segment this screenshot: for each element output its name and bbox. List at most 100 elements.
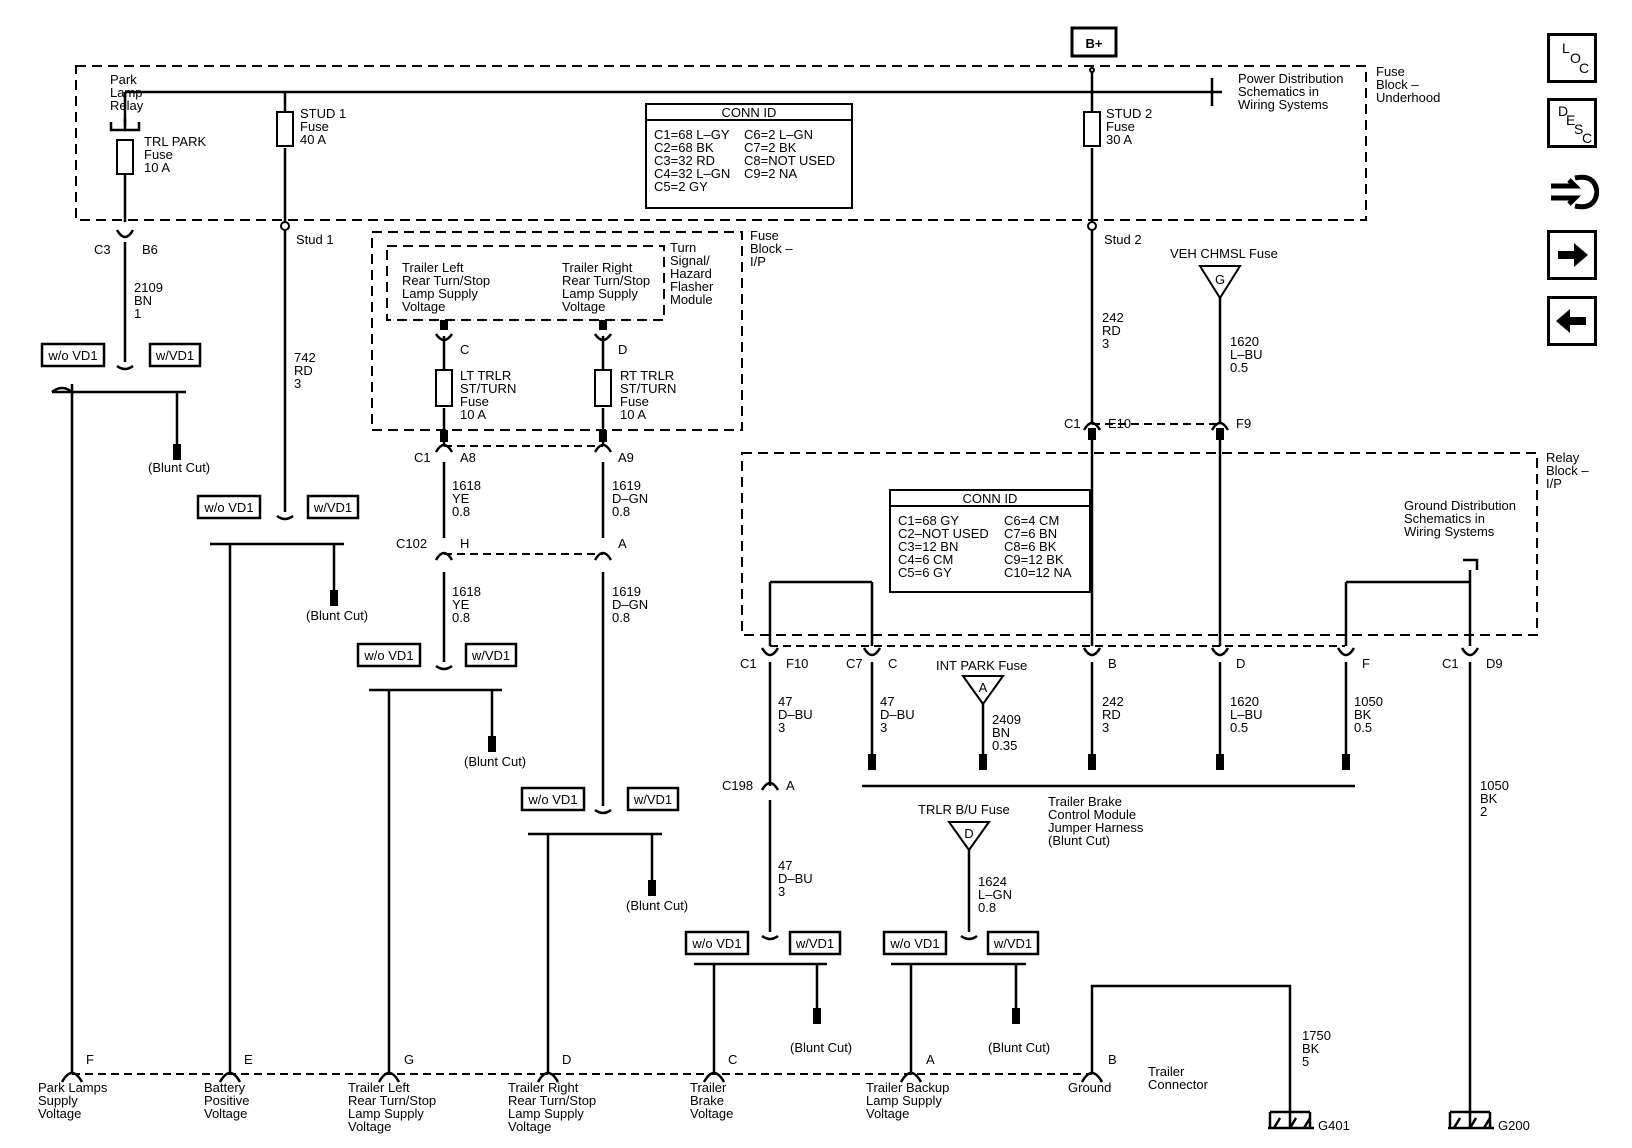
w-vd1-label-6: w/VD1 bbox=[993, 936, 1032, 951]
trailer-left-supply-line-2: Rear Turn/Stop bbox=[402, 273, 490, 288]
pin-f: F bbox=[1362, 656, 1370, 671]
relay-block-line-2: Block – bbox=[1546, 463, 1589, 478]
conn-id-box-relay bbox=[889, 489, 1091, 593]
pin-d-relay: D bbox=[1236, 656, 1245, 671]
e10: E10 bbox=[1108, 416, 1131, 431]
wire-1620b-line-3: 0.5 bbox=[1230, 720, 1248, 735]
wo-vd1-label-6: w/o VD1 bbox=[889, 936, 939, 951]
wire-242a-line-2: RD bbox=[1102, 323, 1121, 338]
park-lamps-line-3: Voltage bbox=[38, 1106, 81, 1121]
blunt-cut-label-4: (Blunt Cut) bbox=[626, 898, 688, 913]
wire-242a-line-1: 242 bbox=[1102, 310, 1124, 325]
wire-2409-line-2: BN bbox=[992, 725, 1010, 740]
wire-1618a-line-3: 0.8 bbox=[452, 504, 470, 519]
fuse-block-ip-line-3: I/P bbox=[750, 254, 766, 269]
connector-icon[interactable] bbox=[1545, 164, 1600, 218]
battery-positive-box bbox=[1070, 26, 1118, 58]
fuse-block-ip-line-2: Block – bbox=[750, 241, 793, 256]
wire-1619a-line-1: 1619 bbox=[612, 478, 641, 493]
ground-dist-line-1: Ground Distribution bbox=[1404, 498, 1516, 513]
conn1-left-line-2: C2=68 BK bbox=[654, 140, 714, 155]
wo-vd1-label-3: w/o VD1 bbox=[363, 648, 413, 663]
fuse-block-underhood-line-1: Fuse bbox=[1376, 64, 1405, 79]
turn-module-line-3: Hazard bbox=[670, 266, 712, 281]
trlr-bu: TRLR B/U Fuse bbox=[918, 802, 1010, 817]
b6: B6 bbox=[142, 242, 158, 257]
trailer-right-supply-line-4: Voltage bbox=[562, 299, 605, 314]
conn1-left-line-1: C1=68 L–GY bbox=[654, 127, 730, 142]
trailer-right-supply-line-2: Rear Turn/Stop bbox=[562, 273, 650, 288]
conn1-right-line-2: C7=2 BK bbox=[744, 140, 797, 155]
stud1: Stud 1 bbox=[296, 232, 334, 247]
wire-1050b-line-3: 2 bbox=[1480, 804, 1487, 819]
park-lamp-relay-symbol bbox=[109, 118, 141, 132]
ground-dist-line-3: Wiring Systems bbox=[1404, 524, 1495, 539]
w-vd1-label-1: w/VD1 bbox=[155, 348, 194, 363]
stud1-fuse-line-3: 40 A bbox=[300, 132, 326, 147]
park-lamps-line-1: Park Lamps bbox=[38, 1080, 108, 1095]
trailer-pin-a: A bbox=[926, 1052, 935, 1067]
w-vd1-label-3: w/VD1 bbox=[471, 648, 510, 663]
wire-47a-line-2: D–BU bbox=[778, 707, 813, 722]
wire-1620b-line-2: L–BU bbox=[1230, 707, 1263, 722]
pin-a: A bbox=[618, 536, 627, 551]
wo-vd1-label-4: w/o VD1 bbox=[527, 792, 577, 807]
wire-1050a-line-2: BK bbox=[1354, 707, 1372, 722]
f10: F10 bbox=[786, 656, 808, 671]
jumper-harness-line-3: Jumper Harness bbox=[1048, 820, 1144, 835]
pin-b: B bbox=[1108, 656, 1117, 671]
trl-park-fuse-line-3: 10 A bbox=[144, 160, 170, 175]
wire-1618a-line-2: YE bbox=[452, 491, 470, 506]
pin-a-c198: A bbox=[786, 778, 795, 793]
svg-text:E: E bbox=[1566, 112, 1575, 128]
conn1-right-line-4: C9=2 NA bbox=[744, 166, 797, 181]
blunt-cut-label-6: (Blunt Cut) bbox=[988, 1040, 1050, 1055]
wire-1050b-line-1: 1050 bbox=[1480, 778, 1509, 793]
prev-arrow-icon[interactable] bbox=[1547, 296, 1597, 346]
wire-1624-line-1: 1624 bbox=[978, 874, 1007, 889]
trailer-left-bottom-line-2: Rear Turn/Stop bbox=[348, 1093, 436, 1108]
conn1-left-line-5: C5=2 GY bbox=[654, 179, 708, 194]
stud2-fuse-line-2: Fuse bbox=[1106, 119, 1135, 134]
relay-block-line-3: I/P bbox=[1546, 476, 1562, 491]
next-arrow-icon[interactable] bbox=[1547, 230, 1597, 280]
stud2-fuse-line-1: STUD 2 bbox=[1106, 106, 1152, 121]
wire-1618b-line-1: 1618 bbox=[452, 584, 481, 599]
wire-1619b-line-1: 1619 bbox=[612, 584, 641, 599]
wire-47c-line-2: D–BU bbox=[778, 871, 813, 886]
wire-1750-line-1: 1750 bbox=[1302, 1028, 1331, 1043]
veh-chmsl-fuse-letter: G bbox=[1215, 272, 1225, 287]
trailer-brake-line-3: Voltage bbox=[690, 1106, 733, 1121]
turn-module-line-5: Module bbox=[670, 292, 713, 307]
svg-text:D: D bbox=[1558, 103, 1568, 119]
turn-module-line-4: Flasher bbox=[670, 279, 714, 294]
power-dist-line-1: Power Distribution bbox=[1238, 71, 1344, 86]
rt-trlr-fuse-line-3: Fuse bbox=[620, 394, 649, 409]
wire-47a-line-1: 47 bbox=[778, 694, 792, 709]
wire-1620a-line-2: L–BU bbox=[1230, 347, 1263, 362]
conn2-left-line-1: C1=68 GY bbox=[898, 513, 959, 528]
w-vd1-label-5: w/VD1 bbox=[795, 936, 834, 951]
wire-47c-line-3: 3 bbox=[778, 884, 785, 899]
wire-1750-line-2: BK bbox=[1302, 1041, 1320, 1056]
pin-c-relay: C bbox=[888, 656, 897, 671]
conn2-right-line-3: C8=6 BK bbox=[1004, 539, 1057, 554]
wire-2109-line-3: 1 bbox=[134, 306, 141, 321]
g401: G401 bbox=[1318, 1118, 1350, 1133]
wire-242b-line-2: RD bbox=[1102, 707, 1121, 722]
conn1-left-line-3: C3=32 RD bbox=[654, 153, 715, 168]
stud1-fuse-line-2: Fuse bbox=[300, 119, 329, 134]
conn1-right-line-3: C8=NOT USED bbox=[744, 153, 835, 168]
conn2-left-line-2: C2–NOT USED bbox=[898, 526, 989, 541]
wire-47b-line-1: 47 bbox=[880, 694, 894, 709]
stud1-fuse-line-1: STUD 1 bbox=[300, 106, 346, 121]
stud2-fuse-line-3: 30 A bbox=[1106, 132, 1132, 147]
wire-1619a-line-2: D–GN bbox=[612, 491, 648, 506]
lt-trlr-fuse-line-1: LT TRLR bbox=[460, 368, 511, 383]
ground: Ground bbox=[1068, 1080, 1111, 1095]
blunt-cut-label-1: (Blunt Cut) bbox=[148, 460, 210, 475]
wire-47a-line-3: 3 bbox=[778, 720, 785, 735]
battery-pos-line-3: Voltage bbox=[204, 1106, 247, 1121]
